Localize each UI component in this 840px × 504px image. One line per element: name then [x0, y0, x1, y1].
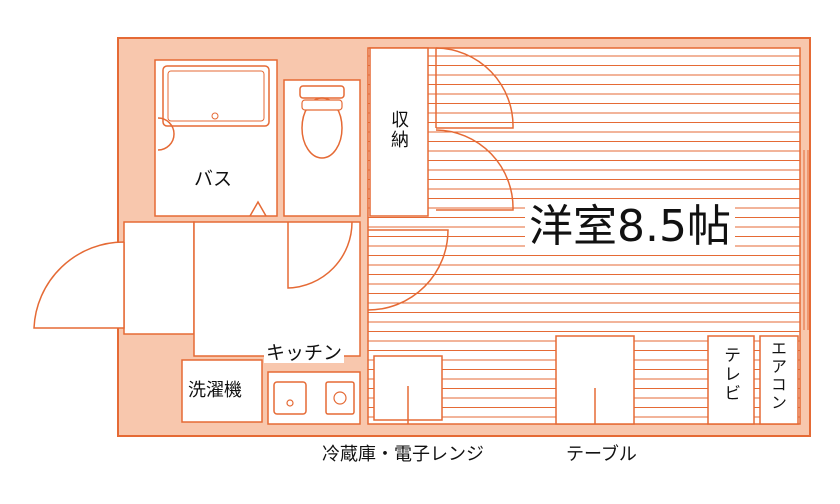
bath-room: [154, 59, 278, 217]
fridge-label: 冷蔵庫・電子レンジ: [322, 444, 484, 465]
bath-door: [249, 200, 267, 217]
toilet-seat: [301, 99, 343, 111]
bath-sink: [157, 117, 175, 151]
kitchen-label: キッチン: [264, 342, 345, 364]
tv-box: [707, 335, 755, 425]
washer-box: [181, 359, 263, 423]
toilet-bowl: [301, 97, 343, 159]
storage-label: 収納: [388, 110, 409, 150]
aircon-label: エアコン: [768, 340, 787, 412]
kitchen-counter: [267, 371, 361, 425]
aircon-box: [759, 335, 799, 425]
storage-closet: [369, 47, 429, 217]
bath-label: バス: [194, 168, 233, 190]
stove-burner: [333, 391, 347, 405]
closet-door-lower-arc: [435, 129, 514, 211]
kitchen-sink: [273, 381, 307, 415]
bathtub-inner: [167, 70, 265, 122]
toilet-door: [287, 221, 353, 289]
tv-label: テレビ: [720, 346, 740, 403]
stove: [325, 381, 355, 415]
room-label: 洋室8.5帖: [525, 205, 735, 249]
room-door: [367, 229, 449, 311]
table-label: テーブル: [566, 444, 637, 465]
closet-door-upper: [435, 47, 514, 129]
bathtub: [162, 65, 270, 127]
entrance-door: [33, 241, 125, 329]
bath-drain: [211, 112, 219, 120]
entrance-hall: [123, 221, 195, 335]
kitchen-area: [193, 221, 361, 357]
sink-drain: [286, 399, 294, 407]
washer-label: 洗濯機: [188, 380, 242, 401]
